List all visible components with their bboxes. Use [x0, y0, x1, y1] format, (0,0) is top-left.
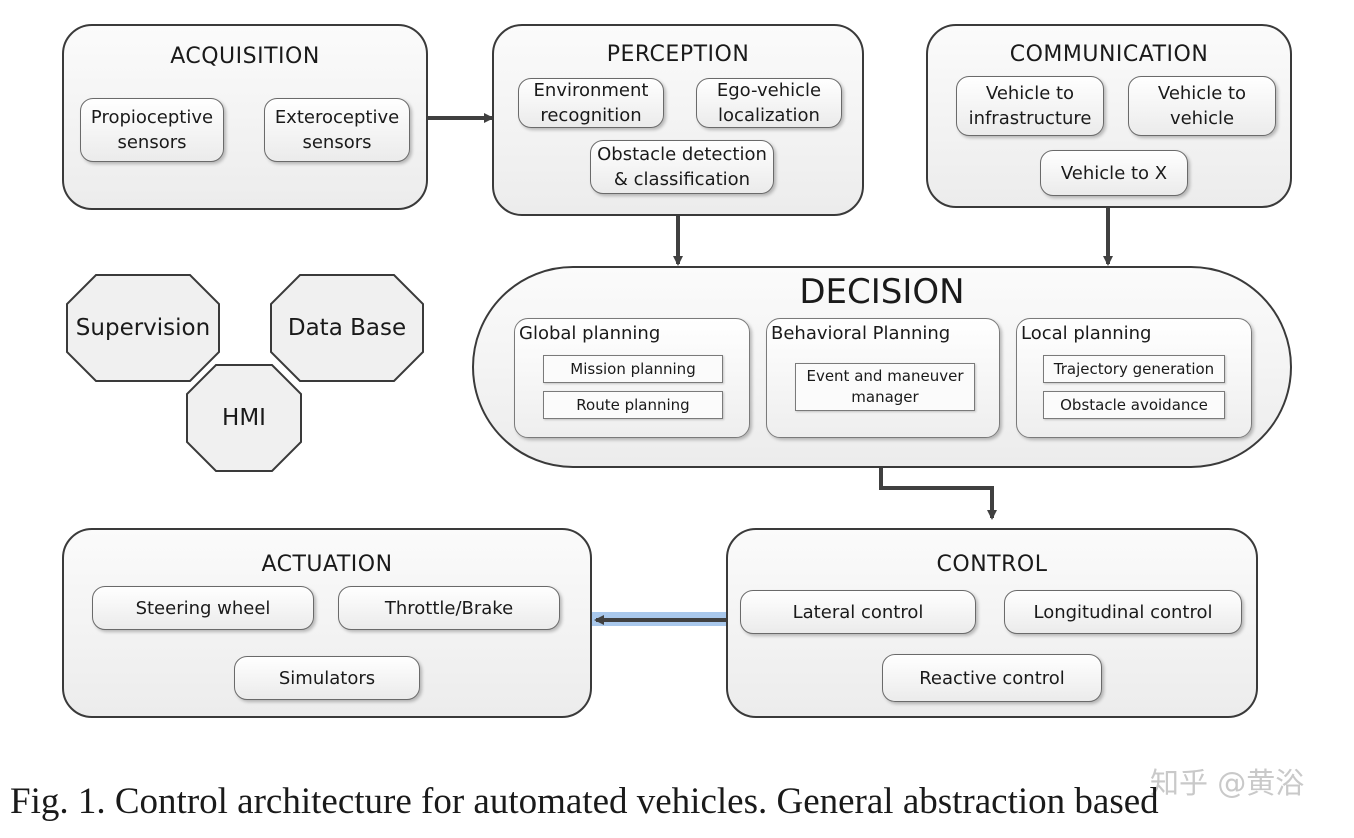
exteroceptive-sensors-box: Exteroceptive sensors	[264, 98, 410, 162]
supervision-octagon-shape	[66, 274, 220, 382]
ego-vehicle-localization-box: Ego-vehicle localization	[696, 78, 842, 128]
communication-block: COMMUNICATION Vehicle to infrastructure …	[926, 24, 1292, 208]
control-block: CONTROL Lateral control Longitudinal con…	[726, 528, 1258, 718]
hmi-label: HMI	[222, 405, 266, 431]
arrow-decision-to-control	[879, 468, 997, 520]
supervision-label: Supervision	[75, 315, 211, 341]
vehicle-to-x-box: Vehicle to X	[1040, 150, 1188, 196]
behavioral-planning-title: Behavioral Planning	[771, 323, 951, 344]
database-octagon-shape	[270, 274, 424, 382]
perception-title: PERCEPTION	[606, 42, 750, 67]
figure-caption: Fig. 1. Control architecture for automat…	[10, 781, 1159, 822]
mission-planning-box: Mission planning	[543, 355, 723, 383]
actuation-block: ACTUATION Steering wheel Throttle/Brake …	[62, 528, 592, 718]
database-label: Data Base	[287, 315, 407, 341]
environment-recognition-box: Environment recognition	[518, 78, 664, 128]
longitudinal-control-box: Longitudinal control	[1004, 590, 1242, 634]
supervision-octagon: Supervision	[66, 274, 220, 382]
database-octagon: Data Base	[270, 274, 424, 382]
local-planning-panel: Local planning Trajectory generation Obs…	[1016, 318, 1252, 438]
trajectory-generation-box: Trajectory generation	[1043, 355, 1225, 383]
hmi-octagon-shape	[186, 364, 302, 472]
actuation-title: ACTUATION	[261, 552, 393, 577]
event-maneuver-manager-box: Event and maneuver manager	[795, 363, 975, 411]
obstacle-avoidance-box: Obstacle avoidance	[1043, 391, 1225, 419]
perception-block: PERCEPTION Environment recognition Ego-v…	[492, 24, 864, 216]
decision-block: DECISION Global planning Mission plannin…	[472, 266, 1292, 468]
watermark: 知乎 @黄浴	[1150, 766, 1305, 800]
simulators-box: Simulators	[234, 656, 420, 700]
decision-title: DECISION	[799, 272, 965, 312]
throttle-brake-box: Throttle/Brake	[338, 586, 560, 630]
obstacle-detection-box: Obstacle detection & classification	[590, 140, 774, 194]
acquisition-title: ACQUISITION	[170, 44, 320, 69]
vehicle-to-vehicle-box: Vehicle to vehicle	[1128, 76, 1276, 136]
reactive-control-box: Reactive control	[882, 654, 1102, 702]
propioceptive-sensors-box: Propioceptive sensors	[80, 98, 224, 162]
lateral-control-box: Lateral control	[740, 590, 976, 634]
control-title: CONTROL	[936, 552, 1048, 577]
behavioral-planning-panel: Behavioral Planning Event and maneuver m…	[766, 318, 1000, 438]
global-planning-title: Global planning	[519, 323, 661, 344]
global-planning-panel: Global planning Mission planning Route p…	[514, 318, 750, 438]
vehicle-to-infrastructure-box: Vehicle to infrastructure	[956, 76, 1104, 136]
hmi-octagon: HMI	[186, 364, 302, 472]
acquisition-block: ACQUISITION Propioceptive sensors Extero…	[62, 24, 428, 210]
steering-wheel-box: Steering wheel	[92, 586, 314, 630]
route-planning-box: Route planning	[543, 391, 723, 419]
local-planning-title: Local planning	[1021, 323, 1152, 344]
communication-title: COMMUNICATION	[1009, 42, 1209, 67]
